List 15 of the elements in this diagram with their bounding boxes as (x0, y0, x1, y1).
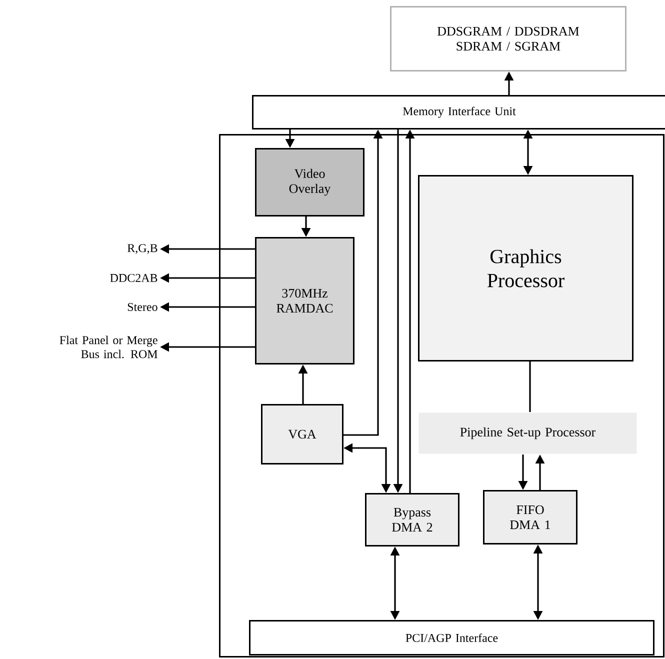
process-band: Pipeline Set-up Processor (418, 412, 637, 454)
signal-label: R,G,B (127, 244, 158, 254)
interface-bar: PCI/AGP Interface (249, 620, 654, 656)
processor-box: Graphics Processor (418, 175, 634, 362)
memory-box: DDSGRAM / DDSDRAM SDRAM / SGRAM (390, 6, 626, 72)
interface-bar: Memory Interface Unit (252, 95, 665, 130)
signal-label: Flat Panel or Merge Bus incl. ROM (60, 336, 158, 358)
process-box: VGA (261, 404, 344, 464)
signal-label: DDC2AB (110, 274, 158, 282)
process-box: Video Overlay (255, 148, 364, 216)
process-box: Bypass DMA 2 (365, 493, 460, 546)
signal-label: Stereo (128, 302, 158, 312)
process-box: FIFO DMA 1 (483, 490, 578, 544)
chip-outline (219, 134, 664, 658)
process-box: 370MHz RAMDAC (255, 237, 354, 364)
